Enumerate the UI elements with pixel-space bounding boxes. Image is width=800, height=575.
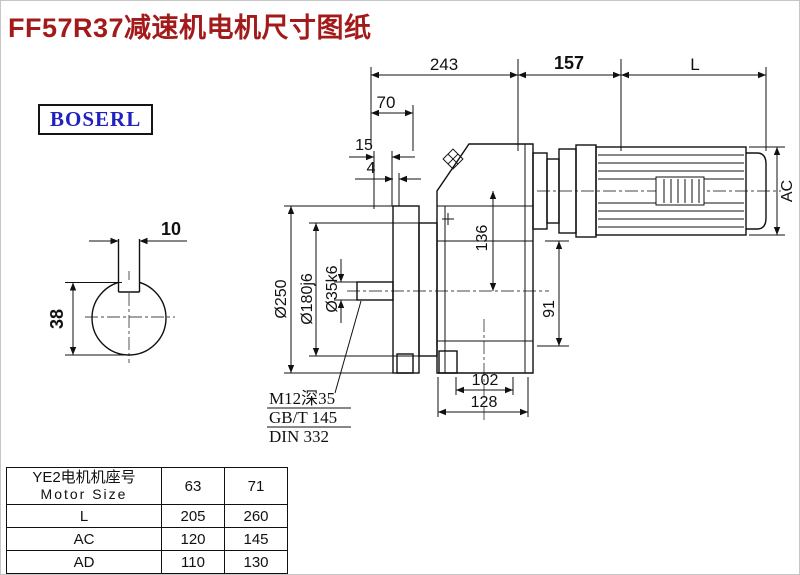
- value-AD-71: 130: [224, 550, 288, 574]
- table-header-en: Motor Size: [40, 486, 128, 502]
- motor-size-table: YE2电机机座号 Motor Size 63 71 L 205 260 AC 1…: [6, 467, 288, 574]
- boserl-logo: BOSERL: [38, 104, 154, 135]
- dim-label-128: 128: [471, 394, 498, 411]
- dim-label-flange-dia: Ø250: [273, 279, 290, 318]
- shaft-section-view: [65, 237, 187, 356]
- dim-label-70: 70: [377, 93, 396, 112]
- table-row: L 205 260: [6, 504, 288, 528]
- lifting-bolt: [442, 148, 464, 170]
- dim-label-243: 243: [430, 55, 458, 74]
- page-title: FF57R37减速机电机尺寸图纸: [8, 13, 372, 43]
- gearbox-main-view: [356, 143, 767, 374]
- table-header-cell: YE2电机机座号 Motor Size: [6, 467, 162, 505]
- row-label-AC: AC: [6, 527, 162, 551]
- table-row: AD 110 130: [6, 550, 288, 574]
- dim-label-91: 91: [541, 300, 558, 318]
- value-AC-63: 120: [161, 527, 225, 551]
- dim-label-keyway-10: 10: [161, 219, 181, 239]
- dim-label-shaft-dia: Ø35k6: [324, 265, 341, 312]
- centerlines: [85, 190, 781, 421]
- dimension-lines: [267, 59, 785, 428]
- dimension-labels: 243 157 L 70 15 4 10 38 136 91 AC Ø250 Ø…: [47, 53, 796, 446]
- table-header-cn: YE2电机机座号: [32, 469, 136, 486]
- value-L-71: 260: [224, 504, 288, 528]
- dim-label-38: 38: [47, 309, 67, 329]
- dim-label-102: 102: [472, 372, 499, 389]
- dim-label-spigot-dia: Ø180j6: [299, 273, 316, 325]
- table-header-row: YE2电机机座号 Motor Size 63 71: [6, 467, 288, 505]
- note-tapped-hole: M12深35: [269, 389, 335, 408]
- dim-label-157: 157: [554, 53, 584, 73]
- dim-label-L: L: [690, 55, 699, 74]
- value-AD-63: 110: [161, 550, 225, 574]
- note-standard-gbt: GB/T 145: [269, 408, 337, 427]
- table-row: AC 120 145: [6, 527, 288, 551]
- dim-label-15: 15: [355, 137, 373, 154]
- row-label-AD: AD: [6, 550, 162, 574]
- dim-label-136: 136: [474, 225, 491, 252]
- row-label-L: L: [6, 504, 162, 528]
- note-standard-din: DIN 332: [269, 427, 329, 446]
- value-AC-71: 145: [224, 527, 288, 551]
- motor: [575, 144, 767, 238]
- motor-size-63: 63: [161, 467, 225, 505]
- motor-size-71: 71: [224, 467, 288, 505]
- dim-label-4: 4: [367, 160, 376, 177]
- value-L-63: 205: [161, 504, 225, 528]
- dim-label-AC: AC: [779, 180, 796, 202]
